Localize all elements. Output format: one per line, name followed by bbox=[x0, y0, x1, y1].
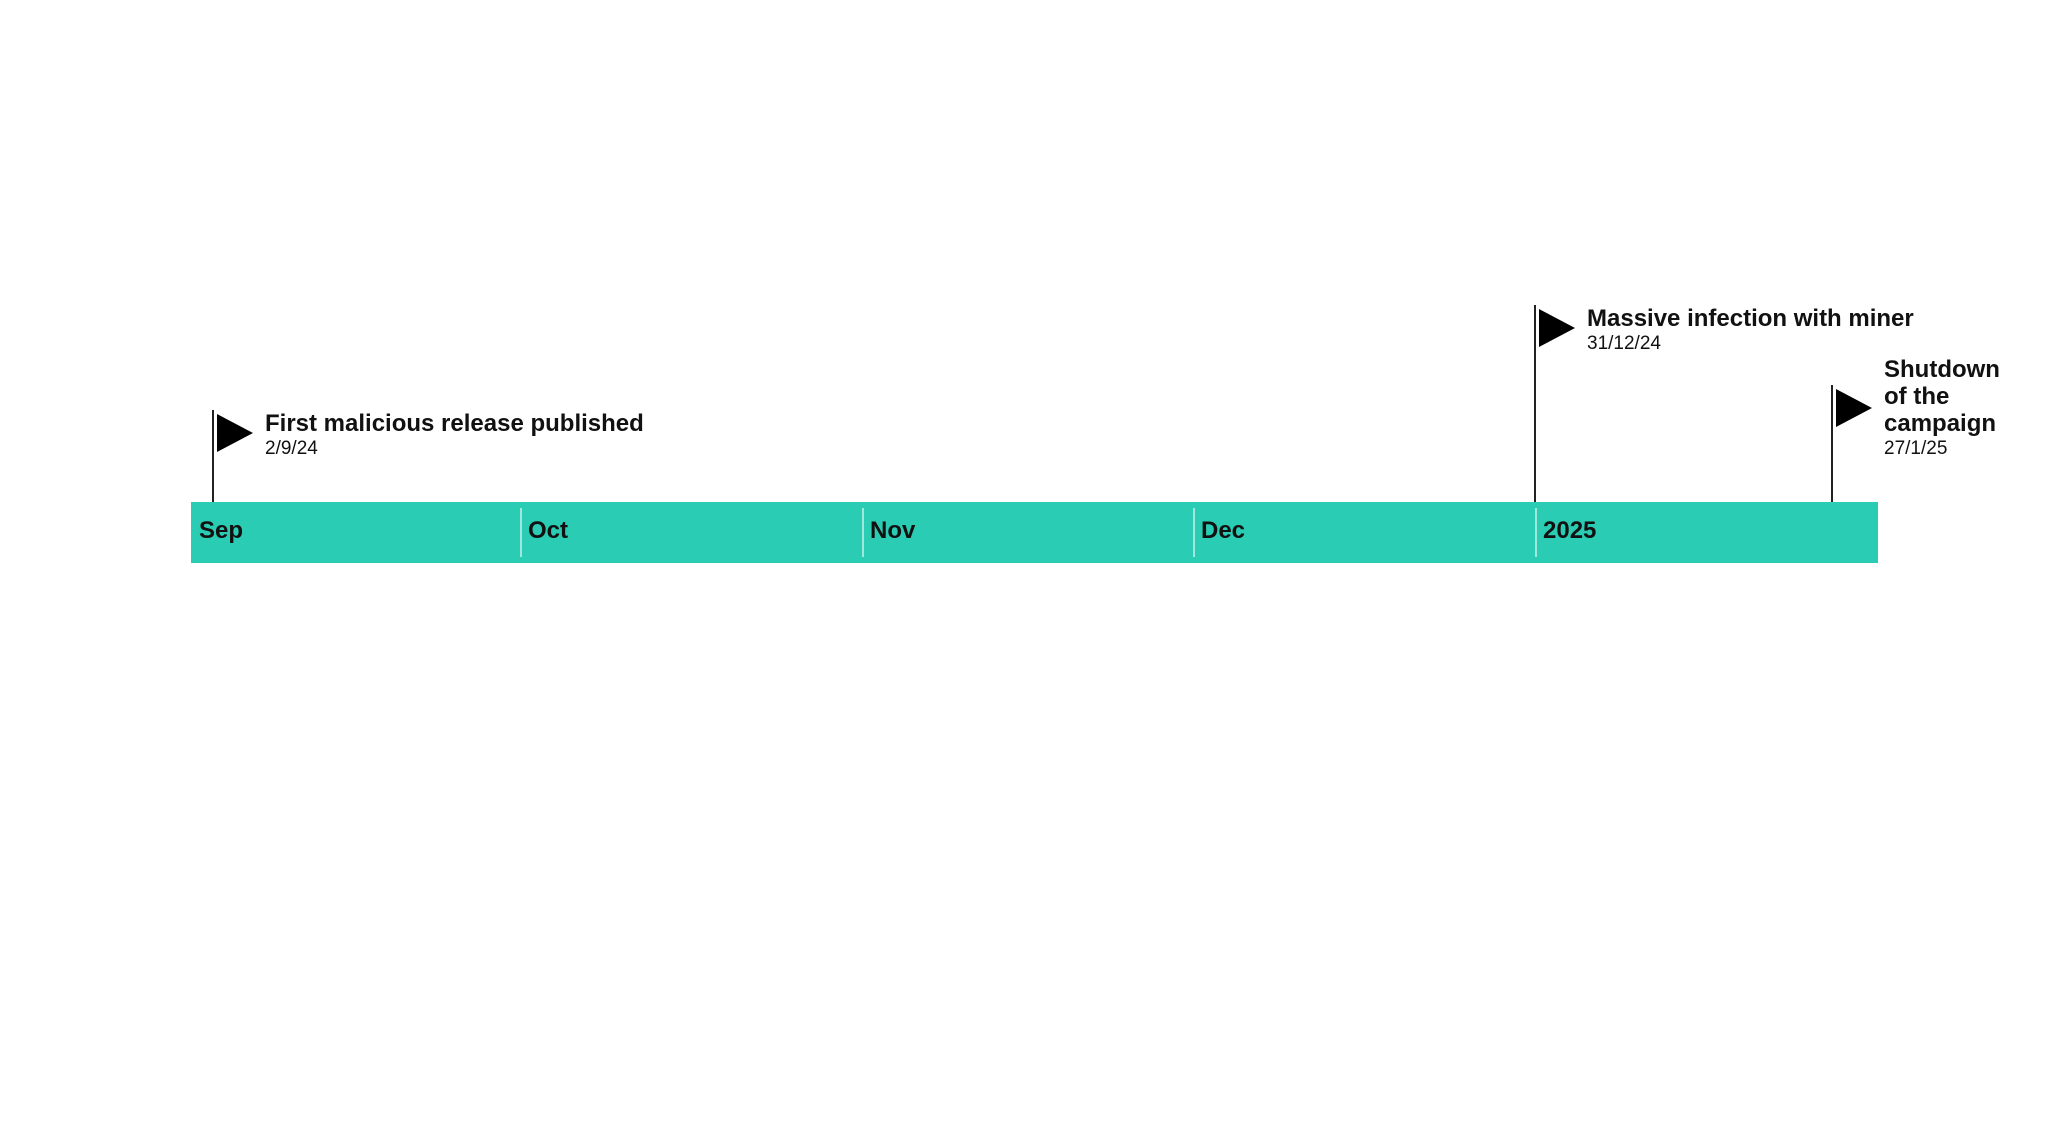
month-divider bbox=[862, 508, 864, 557]
event-title: Shutdown of the campaign bbox=[1884, 356, 2000, 437]
event-date: 2/9/24 bbox=[265, 438, 318, 459]
flag-icon bbox=[1539, 309, 1575, 347]
timeline-bar: Sep Oct Nov Dec 2025 bbox=[191, 502, 1878, 563]
month-segment-nov: Nov bbox=[862, 502, 1193, 563]
event-label: First malicious release published 2/9/24 bbox=[265, 410, 725, 461]
flag-pole bbox=[1534, 305, 1536, 502]
event-title: First malicious release published bbox=[265, 410, 644, 437]
month-label: 2025 bbox=[1543, 517, 1597, 544]
month-label: Nov bbox=[870, 517, 916, 544]
month-segment-sep: Sep bbox=[191, 502, 520, 563]
month-label: Oct bbox=[528, 517, 569, 544]
month-divider bbox=[1193, 508, 1195, 557]
month-divider bbox=[520, 508, 522, 557]
month-label: Dec bbox=[1201, 517, 1246, 544]
month-segment-oct: Oct bbox=[520, 502, 862, 563]
flag-pole bbox=[212, 410, 214, 502]
event-date: 31/12/24 bbox=[1587, 333, 1661, 354]
event-label: Massive infection with miner 31/12/24 bbox=[1587, 305, 1987, 356]
flag-pole bbox=[1831, 385, 1833, 502]
flag-icon bbox=[217, 414, 253, 452]
month-segment-2025: 2025 bbox=[1535, 502, 1878, 563]
event-label: Shutdown of the campaign 27/1/25 bbox=[1884, 356, 2014, 461]
event-date: 27/1/25 bbox=[1884, 438, 1948, 459]
flag-icon bbox=[1836, 389, 1872, 427]
month-segment-dec: Dec bbox=[1193, 502, 1535, 563]
event-title: Massive infection with miner bbox=[1587, 305, 1914, 332]
month-divider bbox=[1535, 508, 1537, 557]
month-label: Sep bbox=[199, 517, 244, 544]
